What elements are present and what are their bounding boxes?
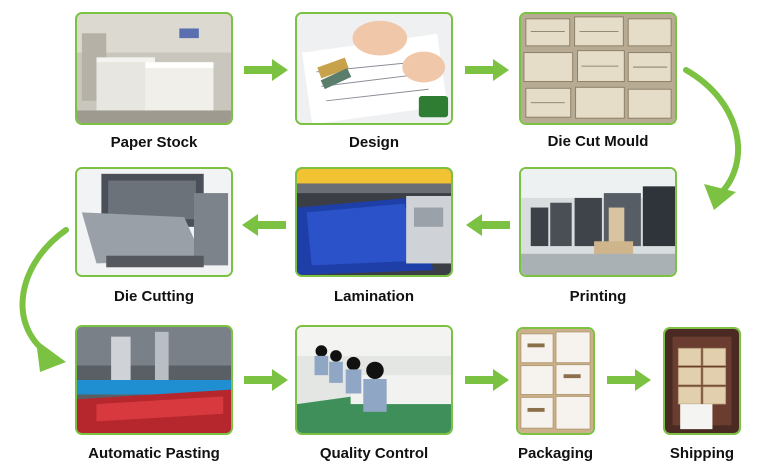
step-label: Printing — [569, 288, 627, 305]
arrow-right-icon — [465, 59, 509, 81]
step-label: Die Cut Mould — [547, 133, 649, 150]
step-label: Paper Stock — [110, 134, 198, 151]
curved-arrow-down-icon — [683, 67, 742, 210]
step-label: Lamination — [333, 288, 414, 305]
arrow-right-icon — [465, 369, 509, 391]
packaging-photo — [516, 327, 595, 435]
step-label: Design — [348, 134, 399, 151]
arrow-right-icon — [244, 59, 288, 81]
shipping-photo — [663, 327, 741, 435]
arrow-left-icon — [466, 214, 510, 236]
arrow-left-icon — [242, 214, 286, 236]
arrow-right-icon — [244, 369, 288, 391]
arrow-right-icon — [607, 369, 651, 391]
step-label: Packaging — [517, 445, 594, 462]
step-label: Quality Control — [319, 445, 429, 462]
paper-stock-photo — [75, 12, 233, 125]
step-label: Die Cutting — [114, 288, 194, 305]
printing-photo — [519, 167, 677, 277]
curved-arrow-down-icon — [19, 227, 69, 372]
die-cut-mould-photo — [519, 12, 677, 125]
automatic-pasting-photo — [75, 325, 233, 435]
lamination-photo — [295, 167, 453, 277]
design-photo — [295, 12, 453, 125]
step-label: Automatic Pasting — [88, 445, 220, 462]
die-cutting-photo — [75, 167, 233, 277]
quality-control-photo — [295, 325, 453, 435]
step-label: Shipping — [669, 445, 735, 462]
